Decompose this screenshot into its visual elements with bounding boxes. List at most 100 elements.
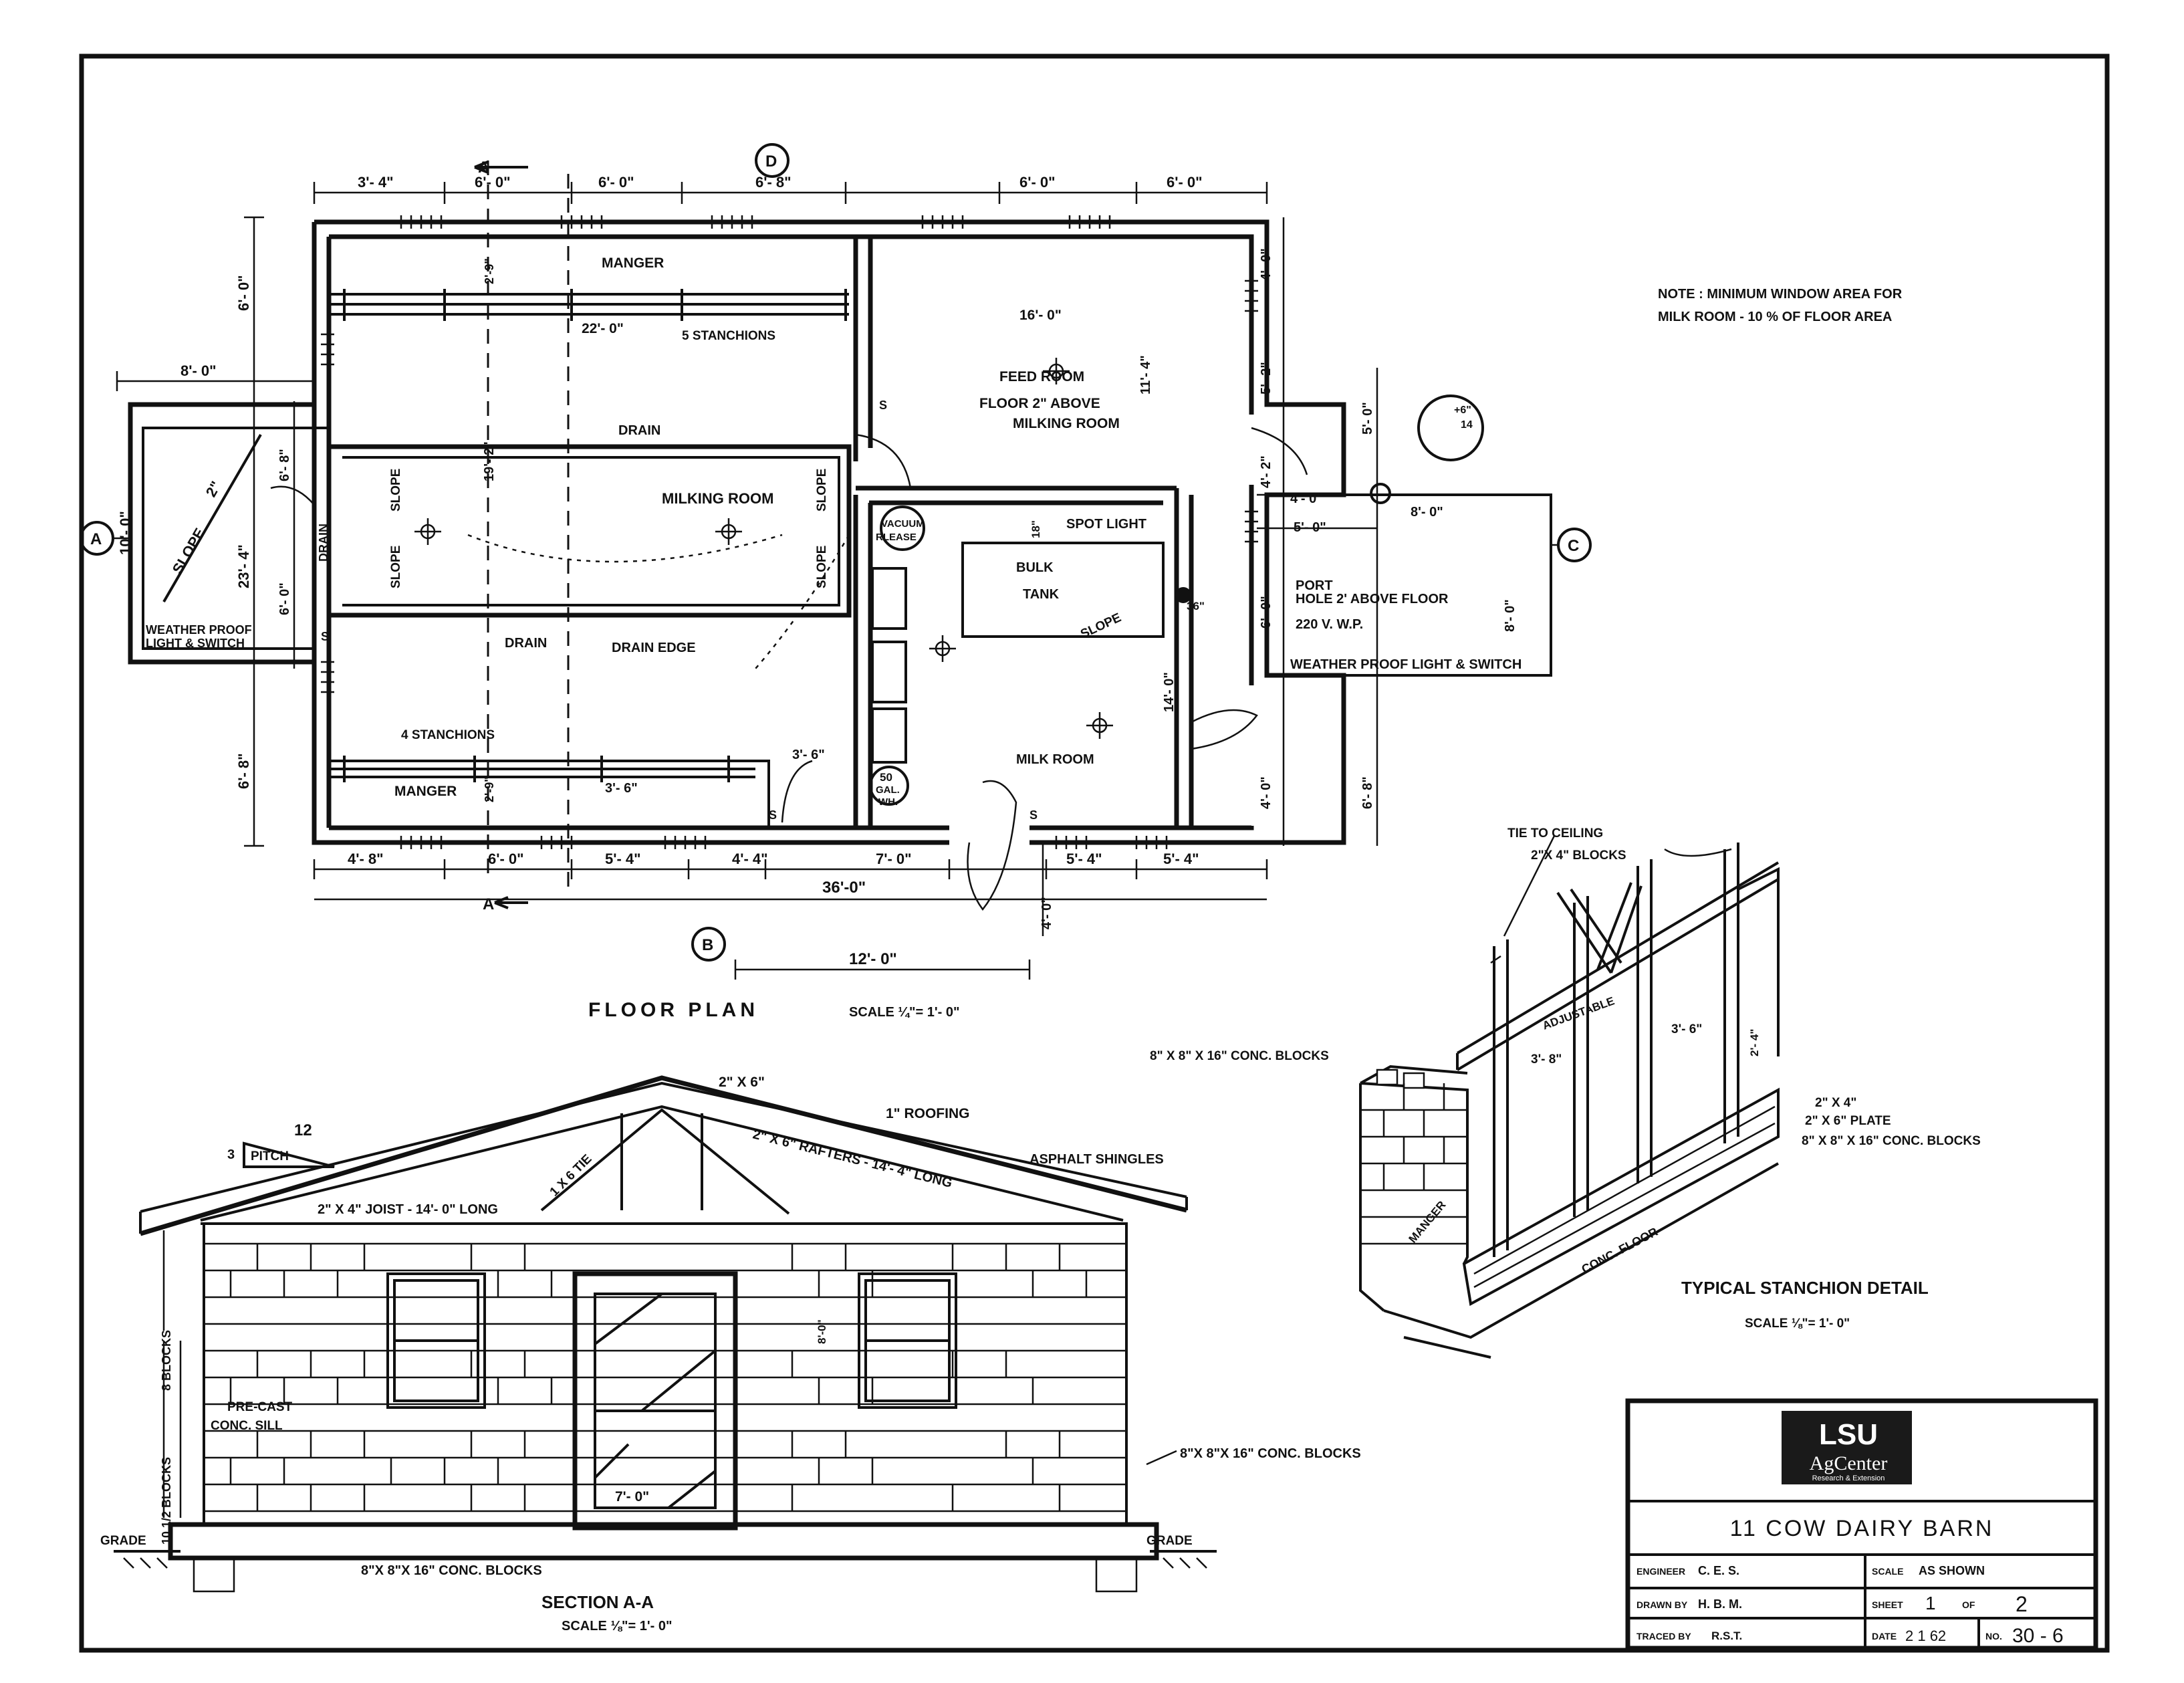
drain-bottom-label: DRAIN (505, 636, 547, 651)
sheet-value: 1 (1925, 1593, 1936, 1613)
gate-dim-2: 3'- 6" (605, 781, 638, 796)
vacuum-release-circle (880, 506, 925, 551)
right-dim-3: 4'- 2" (1259, 455, 1273, 488)
right-outer-1: 5'- 0" (1360, 402, 1375, 435)
pitch-denominator: 3 (227, 1147, 235, 1162)
stanchion-floor-label: CONC. FLOOR (1579, 1225, 1660, 1276)
note-line-2: MILK ROOM - 10 % OF FLOOR AREA (1658, 310, 1892, 324)
drain-top-label: DRAIN (618, 423, 660, 438)
milk-room-label: MILK ROOM (1016, 752, 1094, 767)
dim-18: 18" (1029, 520, 1042, 538)
feed-floor-label-2: MILKING ROOM (1013, 416, 1120, 431)
asphalt-label: ASPHALT SHINGLES (1029, 1152, 1164, 1167)
scale-value: AS SHOWN (1919, 1564, 1985, 1577)
section-window-right (858, 1272, 957, 1409)
feed-room-depth: 11'- 4" (1138, 355, 1153, 395)
bottom-dim-2: 6'- 0" (488, 851, 524, 867)
logo-subtitle: Research & Extension (1812, 1474, 1885, 1482)
agcenter-logo-text: AgCenter (1810, 1452, 1888, 1474)
sheet-label: SHEET (1872, 1599, 1903, 1610)
drain-edge-label: DRAIN EDGE (612, 641, 696, 655)
of-value: 2 (2016, 1592, 2028, 1616)
joist-label: 2" X 4" JOIST - 14'- 0" LONG (318, 1202, 498, 1217)
floor-plan-scale: SCALE ¼"= 1'- 0" (849, 1005, 959, 1020)
manger-top-label: MANGER (602, 255, 664, 271)
stanchion-scale: SCALE ⅛"= 1'- 0" (1745, 1317, 1850, 1331)
grade-left-label: GRADE (100, 1534, 146, 1548)
title-block: LSU AgCenter Research & Extension 11 COW… (1625, 1398, 2098, 1651)
grade-right-label: GRADE (1146, 1534, 1193, 1548)
block-courses (204, 1242, 1126, 1512)
spot-light-label: SPOT LIGHT (1066, 517, 1146, 532)
shed-depth: 10'- 0" (117, 511, 134, 555)
top-dim-3: 6'- 0" (598, 174, 634, 191)
switch-s-1: S (879, 399, 887, 412)
port-label: PORT (1296, 578, 1333, 593)
block-joints (229, 1244, 1088, 1511)
water-heater (869, 766, 909, 806)
stanchions-bottom-label: 4 STANCHIONS (401, 728, 495, 742)
weather-left-label-1: WEATHER PROOF (146, 623, 252, 637)
right-porch-2: 5'- 0" (1294, 520, 1326, 535)
stanchion-dim-3: 2'- 4" (1748, 1029, 1761, 1056)
section-a-a (114, 1075, 1217, 1593)
note-line-1: NOTE : MINIMUM WINDOW AREA FOR (1658, 287, 1903, 302)
footing (168, 1522, 1159, 1561)
stanchions-top-label: 5 STANCHIONS (682, 329, 775, 343)
platform-width: 19'- 2" (482, 441, 497, 481)
lsu-logo-box (1782, 1411, 1912, 1484)
rafters-label: 2" X 6" RAFTERS - 14'- 4" LONG (751, 1127, 954, 1192)
milking-room-label: MILKING ROOM (662, 490, 773, 507)
drawn-label: DRAWN BY (1636, 1599, 1688, 1610)
gate-dim-1: 3'- 6" (792, 748, 825, 762)
bulk-label: BULK (1016, 560, 1054, 575)
sheet-border (79, 53, 2110, 1653)
switch-s-3: S (1029, 808, 1038, 822)
stanchion-blocks (1360, 1083, 1467, 1245)
door-swings (270, 427, 1308, 911)
drawing-title: 11 COW DAIRY BARN (1730, 1516, 1994, 1541)
marker-a-left: A (90, 530, 102, 548)
right-porch (1344, 493, 1552, 677)
section-title: SECTION A-A (541, 1592, 654, 1612)
collar-tie-label: 1 X 6 TIE (548, 1152, 595, 1200)
floor-plan-walls (128, 219, 1346, 845)
left-dim-2: 23'- 4" (235, 544, 252, 588)
blocks-upper-label: 8 BLOCKS (160, 1330, 173, 1391)
right-dim-5: 4'- 0" (1259, 776, 1273, 809)
right-porch-4: 8'- 0" (1503, 599, 1518, 632)
left-inner-2: 6'- 0" (277, 582, 292, 615)
top-dim-6: 6'- 0" (1167, 174, 1203, 191)
engineer-label: ENGINEER (1636, 1566, 1685, 1577)
step-detail-circle (1417, 395, 1484, 461)
drawn-value: H. B. M. (1698, 1597, 1742, 1611)
slope-right-2: SLOPE (815, 546, 829, 588)
top-dim-1: 3'- 4" (358, 174, 394, 191)
blocks-2x4-label: 2"X 4" BLOCKS (1531, 849, 1626, 863)
feed-room-width: 16'- 0" (1019, 308, 1062, 323)
right-outer-2: 6'- 8" (1360, 776, 1375, 809)
right-dim-2: 5'- 2" (1259, 362, 1273, 395)
slope-left-2: SLOPE (389, 546, 403, 588)
of-label: OF (1962, 1599, 1975, 1610)
weather-right-label: WEATHER PROOF LIGHT & SWITCH (1290, 657, 1522, 672)
feed-room-label: FEED ROOM (999, 369, 1084, 384)
shed-slope-value: 2" (203, 478, 225, 499)
right-dim-4: 6'- 0" (1259, 596, 1273, 629)
bottom-dim-5: 7'- 0" (876, 851, 912, 867)
manger-bottom-label: MANGER (394, 784, 457, 799)
scale-label: SCALE (1872, 1566, 1903, 1577)
stanchion-marks (343, 289, 847, 782)
weather-left-label-2: LIGHT & SWITCH (146, 637, 245, 650)
stanchion-manger-label: MANGER (1407, 1198, 1449, 1245)
stanchion-curb (1462, 1087, 1780, 1307)
sill-label-2: CONC. SILL (211, 1419, 283, 1433)
pitch-label: PITCH (251, 1149, 289, 1163)
stanchion-floor (1383, 1162, 1779, 1359)
bottom-dim-6: 5'- 4" (1066, 851, 1102, 867)
milk-room-depth: 14'- 0" (1162, 672, 1177, 712)
shed-slope: SLOPE (169, 525, 209, 576)
slope-left-1: SLOPE (389, 469, 403, 512)
top-dim-2: 6'- 0" (475, 174, 511, 191)
stanchion-title: TYPICAL STANCHION DETAIL (1681, 1278, 1929, 1298)
